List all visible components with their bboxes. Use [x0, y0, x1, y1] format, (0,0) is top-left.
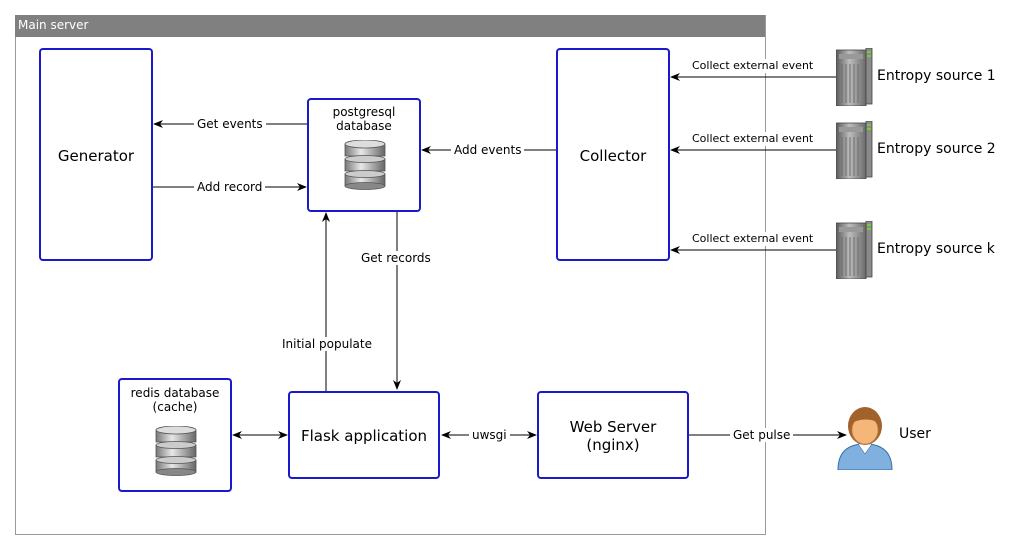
redis-box: redis database (cache): [118, 378, 232, 492]
edge-label-initial-populate: Initial populate: [279, 337, 375, 351]
entropy-source-1-label: Entropy source 1: [877, 68, 996, 84]
redis-label-line1: redis database: [130, 386, 220, 400]
collector-box: Collector: [556, 48, 670, 261]
user-icon: [837, 407, 893, 470]
postgres-label-line1: postgresql: [332, 105, 396, 119]
webserver-label-line1: Web Server: [569, 418, 657, 436]
edge-label-uwsgi: uwsgi: [469, 428, 510, 442]
server-icon: [836, 121, 873, 179]
webserver-label-line2: (nginx): [586, 436, 640, 454]
database-icon: [155, 426, 197, 476]
collector-label: Collector: [579, 147, 647, 165]
generator-label: Generator: [57, 147, 135, 165]
server-icon: [836, 221, 873, 279]
postgres-box: postgresql database: [307, 98, 421, 212]
main-server-title: Main server: [15, 15, 765, 37]
flask-box: Flask application: [288, 391, 440, 479]
user-label: User: [899, 426, 931, 442]
server-icon: [836, 48, 873, 106]
postgres-label-line2: database: [336, 119, 392, 133]
generator-box: Generator: [39, 48, 153, 261]
edge-label-collect-2: Collect external event: [689, 132, 817, 146]
edge-label-add-events: Add events: [451, 143, 525, 157]
edge-label-collect-1: Collect external event: [689, 59, 817, 73]
edge-label-get-records: Get records: [358, 251, 434, 265]
edge-label-collect-k: Collect external event: [689, 232, 817, 246]
edge-label-get-pulse: Get pulse: [730, 428, 794, 442]
entropy-source-k-label: Entropy source k: [877, 241, 995, 257]
edge-label-get-events: Get events: [194, 117, 266, 131]
edge-label-add-record: Add record: [194, 180, 266, 194]
flask-label: Flask application: [301, 427, 427, 445]
redis-label-line2: (cache): [152, 400, 198, 414]
database-icon: [344, 140, 386, 190]
entropy-source-2-label: Entropy source 2: [877, 141, 996, 157]
webserver-box: Web Server (nginx): [537, 391, 689, 479]
